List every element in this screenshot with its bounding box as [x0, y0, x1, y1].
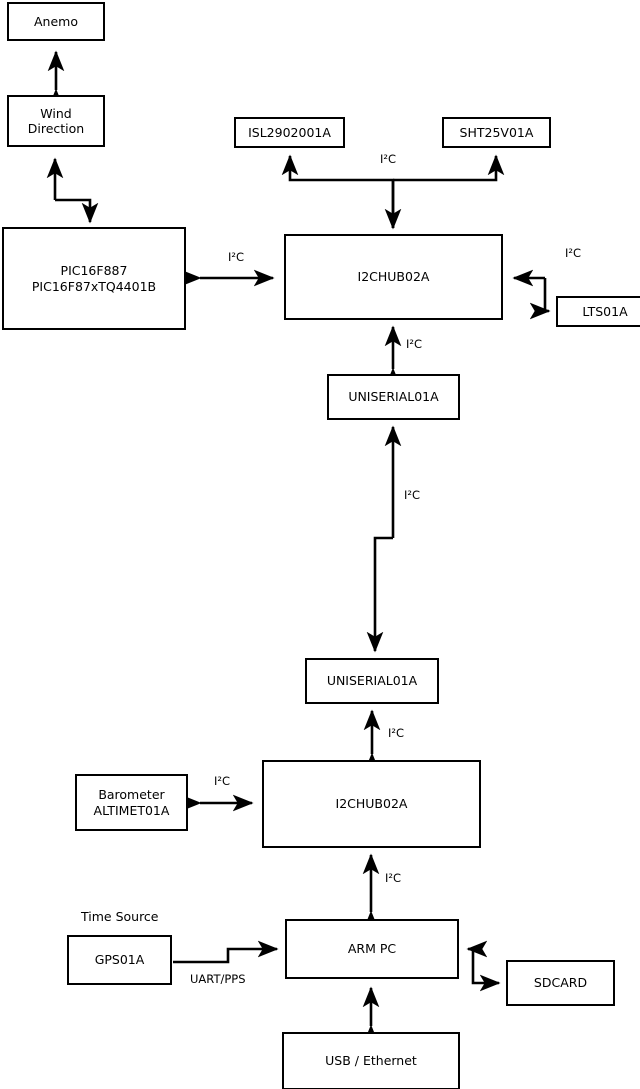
connector-uniserial-link-down	[366, 536, 393, 653]
connector-gps-armpc	[173, 940, 279, 964]
node-wind-direction-label: Wind Direction	[27, 105, 85, 136]
connector-wind-pic-step	[55, 198, 99, 224]
node-sht25v01a[interactable]: SHT25V01A	[442, 117, 551, 148]
node-uniserial01a-lower-label: UNISERIAL01A	[326, 673, 418, 689]
node-pic-microcontroller-label: PIC16F887 PIC16F87xTQ4401B	[31, 263, 157, 294]
node-usb-ethernet[interactable]: USB / Ethernet	[282, 1032, 460, 1089]
node-wind-direction[interactable]: Wind Direction	[7, 95, 105, 147]
edge-label-uart-pps: UART/PPS	[190, 972, 246, 986]
edge-label-i2c-hub2-armpc: I²C	[385, 871, 402, 885]
edge-label-i2c-uniserial-uniserial: I²C	[404, 488, 421, 502]
node-isl2902001a[interactable]: ISL2902001A	[234, 117, 345, 148]
node-uniserial01a-lower[interactable]: UNISERIAL01A	[305, 658, 439, 704]
node-barometer-altimet01a-label: Barometer ALTIMET01A	[93, 787, 170, 818]
node-anemo[interactable]: Anemo	[7, 2, 105, 41]
node-i2chub02a-bottom-label: I2CHUB02A	[335, 796, 408, 812]
edge-label-i2c-hub-sensors: I²C	[380, 152, 397, 166]
node-pic-microcontroller[interactable]: PIC16F887 PIC16F87xTQ4401B	[2, 227, 186, 330]
node-i2chub02a-top[interactable]: I2CHUB02A	[284, 234, 503, 320]
node-gps01a-label: GPS01A	[94, 952, 145, 968]
edge-label-i2c-hub-lts: I²C	[565, 246, 582, 260]
label-time-source: Time Source	[81, 909, 159, 924]
node-arm-pc[interactable]: ARM PC	[285, 919, 459, 979]
node-sht25v01a-label: SHT25V01A	[459, 124, 534, 140]
node-i2chub02a-bottom[interactable]: I2CHUB02A	[262, 760, 481, 848]
edge-label-i2c-barometer-hub2: I²C	[214, 774, 231, 788]
node-sdcard[interactable]: SDCARD	[506, 960, 615, 1006]
node-arm-pc-label: ARM PC	[347, 941, 397, 957]
edge-label-i2c-pic-hub: I²C	[228, 250, 245, 264]
node-lts01a-label: LTS01A	[582, 303, 628, 319]
node-sdcard-label: SDCARD	[533, 975, 588, 991]
edge-label-i2c-hub-uniserial: I²C	[406, 337, 423, 351]
node-anemo-label: Anemo	[34, 13, 78, 29]
node-barometer-altimet01a[interactable]: Barometer ALTIMET01A	[75, 774, 188, 831]
connector-hub-lts-out	[529, 278, 551, 320]
connector-hub-sensorbus	[281, 154, 395, 228]
node-i2chub02a-top-label: I2CHUB02A	[357, 269, 430, 285]
node-isl2902001a-label: ISL2902001A	[248, 124, 331, 140]
node-usb-ethernet-label: USB / Ethernet	[325, 1053, 417, 1069]
connector-hub-sht	[393, 154, 505, 182]
node-uniserial01a-upper[interactable]: UNISERIAL01A	[327, 374, 460, 420]
node-gps01a[interactable]: GPS01A	[67, 935, 172, 985]
connector-armpc-sdcard-out	[471, 949, 501, 992]
node-lts01a[interactable]: LTS01A	[556, 296, 640, 327]
edge-label-i2c-uniserial-hub2: I²C	[388, 726, 405, 740]
node-uniserial01a-upper-label: UNISERIAL01A	[348, 389, 439, 405]
